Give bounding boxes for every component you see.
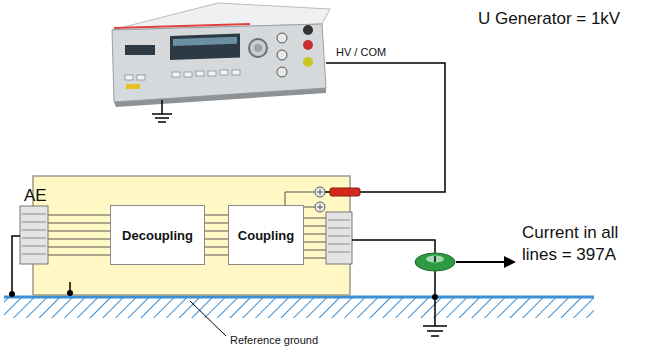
box-label: Decoupling (122, 228, 193, 243)
ae-cable (12, 236, 20, 294)
current-clamp (415, 253, 455, 271)
ground-dot (9, 291, 15, 297)
eut-line (352, 240, 435, 326)
ground-plane (4, 296, 594, 299)
generator-device (112, 3, 330, 107)
process-box: Coupling (228, 205, 304, 265)
ground-symbol (152, 100, 172, 122)
reference-label: Reference ground (230, 333, 318, 347)
right-connector (326, 212, 352, 264)
hv-plug (330, 188, 360, 196)
ground-hatch (4, 298, 594, 318)
generator-voltage: U Generator = 1kV (478, 8, 620, 30)
left-connector (20, 206, 48, 264)
measure-arrow (456, 261, 506, 263)
wire-label: HV / COM (336, 45, 386, 59)
coupling-wire (285, 192, 315, 205)
box-label: Coupling (238, 228, 294, 243)
ae-label: AE (24, 185, 47, 207)
bond-wire (69, 282, 71, 293)
ground-symbol (423, 326, 447, 336)
socket (315, 187, 325, 212)
leader-line (190, 301, 226, 336)
process-box: Decoupling (110, 205, 205, 265)
hv-wire (326, 63, 445, 192)
arrow-head (504, 256, 516, 268)
cdn-housing (33, 176, 350, 295)
wire-bundle (205, 215, 228, 255)
current-label: Current in all lines = 397A (522, 222, 656, 266)
